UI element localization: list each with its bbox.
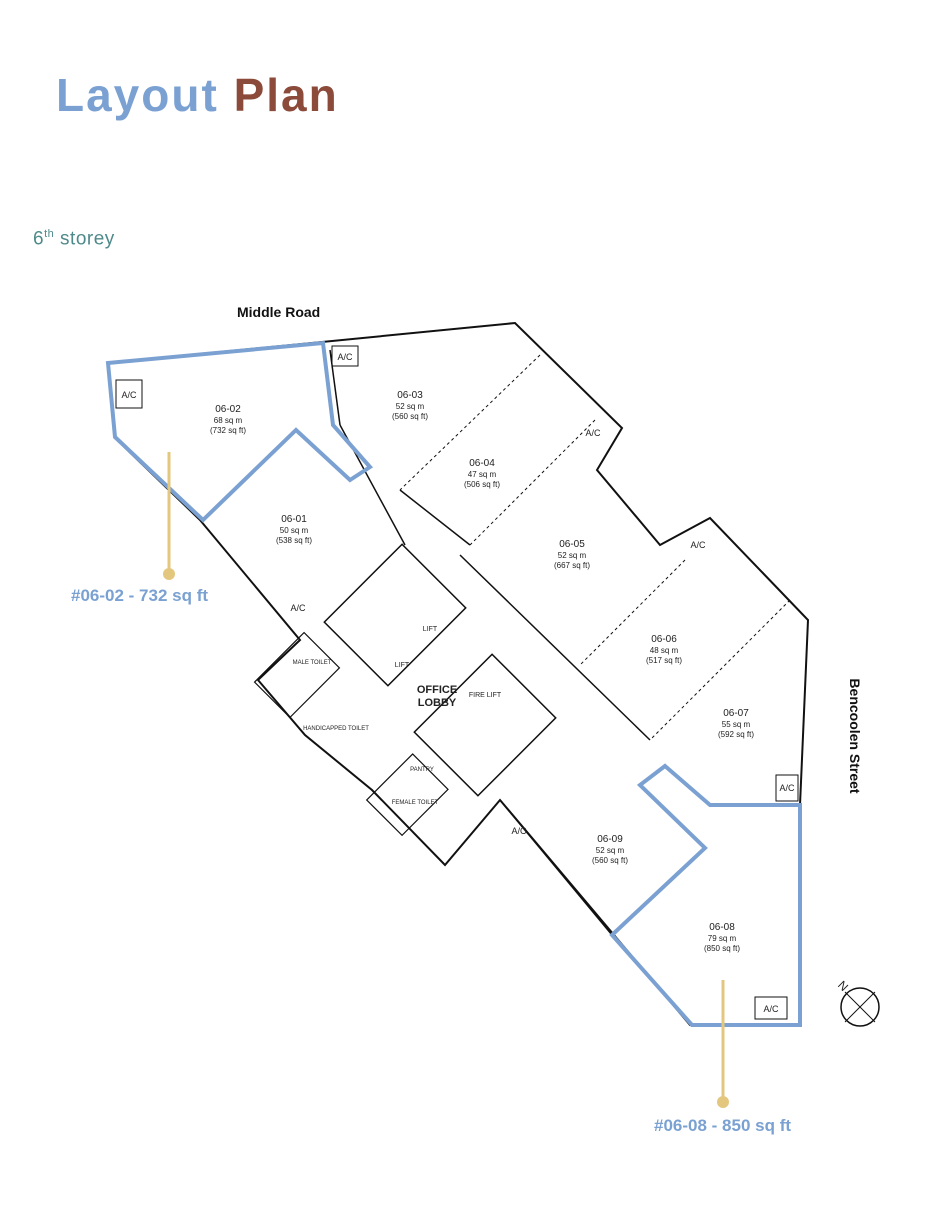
svg-text:06-05: 06-05 — [559, 539, 585, 550]
ac-label: A/C — [121, 390, 137, 400]
ac-label: A/C — [763, 1004, 779, 1014]
storey-number: 6 — [33, 228, 45, 250]
svg-text:(667 sq ft): (667 sq ft) — [554, 561, 590, 570]
lift-label: LIFT — [395, 662, 410, 669]
north-arrow-icon: N — [835, 978, 880, 1027]
storey-text: storey — [54, 228, 115, 250]
svg-text:(560 sq ft): (560 sq ft) — [392, 412, 428, 421]
svg-text:(538 sq ft): (538 sq ft) — [276, 536, 312, 545]
svg-text:(517 sq ft): (517 sq ft) — [646, 656, 682, 665]
svg-text:06-03: 06-03 — [397, 390, 423, 401]
svg-text:06-04: 06-04 — [469, 458, 495, 469]
lift-label: LIFT — [423, 626, 438, 633]
svg-text:(560 sq ft): (560 sq ft) — [592, 856, 628, 865]
pin-06-08 — [717, 980, 729, 1108]
svg-text:52 sq m: 52 sq m — [396, 402, 425, 411]
svg-text:(850 sq ft): (850 sq ft) — [704, 944, 740, 953]
svg-text:06-01: 06-01 — [281, 514, 307, 525]
road-label-bencoolen-street: Bencoolen Street — [847, 678, 863, 794]
ac-label: A/C — [690, 540, 706, 550]
svg-text:06-08: 06-08 — [709, 922, 735, 933]
svg-text:50 sq m: 50 sq m — [280, 526, 309, 535]
pantry-label: PANTRY — [410, 767, 434, 773]
ac-label: A/C — [337, 352, 353, 362]
male-toilet-label: MALE TOILET — [293, 660, 332, 666]
ac-labels: A/C A/C A/C A/C A/C A/C A/C A/C — [115, 345, 799, 1020]
highlight-unit-06-08[interactable] — [609, 763, 802, 1027]
svg-text:(592 sq ft): (592 sq ft) — [718, 730, 754, 739]
handicapped-toilet-label: HANDICAPPED TOILET — [303, 726, 369, 732]
storey-label: 6th storey — [33, 228, 115, 250]
road-label-middle-road: Middle Road — [237, 304, 321, 320]
svg-text:(732 sq ft): (732 sq ft) — [210, 426, 246, 435]
svg-text:06-07: 06-07 — [723, 708, 749, 719]
svg-text:52 sq m: 52 sq m — [596, 846, 625, 855]
fire-lift-label: FIRE LIFT — [469, 692, 502, 699]
lobby-label: OFFICE — [417, 684, 457, 696]
page-title: Layout Plan — [56, 68, 339, 122]
svg-text:55 sq m: 55 sq m — [722, 720, 751, 729]
title-word-layout: Layout — [56, 69, 219, 121]
svg-text:(506 sq ft): (506 sq ft) — [464, 480, 500, 489]
ac-label: A/C — [585, 428, 601, 438]
female-toilet-label: FEMALE TOILET — [392, 800, 439, 806]
svg-text:47 sq m: 47 sq m — [468, 470, 497, 479]
lobby-label: LOBBY — [418, 697, 457, 709]
pin-06-02 — [163, 452, 175, 580]
svg-text:06-09: 06-09 — [597, 834, 623, 845]
storey-suffix: th — [44, 228, 55, 240]
svg-text:06-02: 06-02 — [215, 404, 241, 415]
building-outline — [107, 321, 810, 1026]
svg-text:48 sq m: 48 sq m — [650, 646, 679, 655]
callout-06-08: #06-08 - 850 sq ft — [654, 1116, 792, 1135]
ac-label: A/C — [779, 783, 795, 793]
ac-label: A/C — [290, 603, 306, 613]
svg-text:68 sq m: 68 sq m — [214, 416, 243, 425]
ac-label: A/C — [511, 826, 527, 836]
svg-text:52 sq m: 52 sq m — [558, 551, 587, 560]
highlight-unit-06-02[interactable] — [105, 340, 374, 523]
svg-text:06-06: 06-06 — [651, 634, 677, 645]
svg-text:79 sq m: 79 sq m — [708, 934, 737, 943]
title-word-plan: Plan — [233, 69, 339, 121]
callout-06-02: #06-02 - 732 sq ft — [71, 586, 209, 605]
